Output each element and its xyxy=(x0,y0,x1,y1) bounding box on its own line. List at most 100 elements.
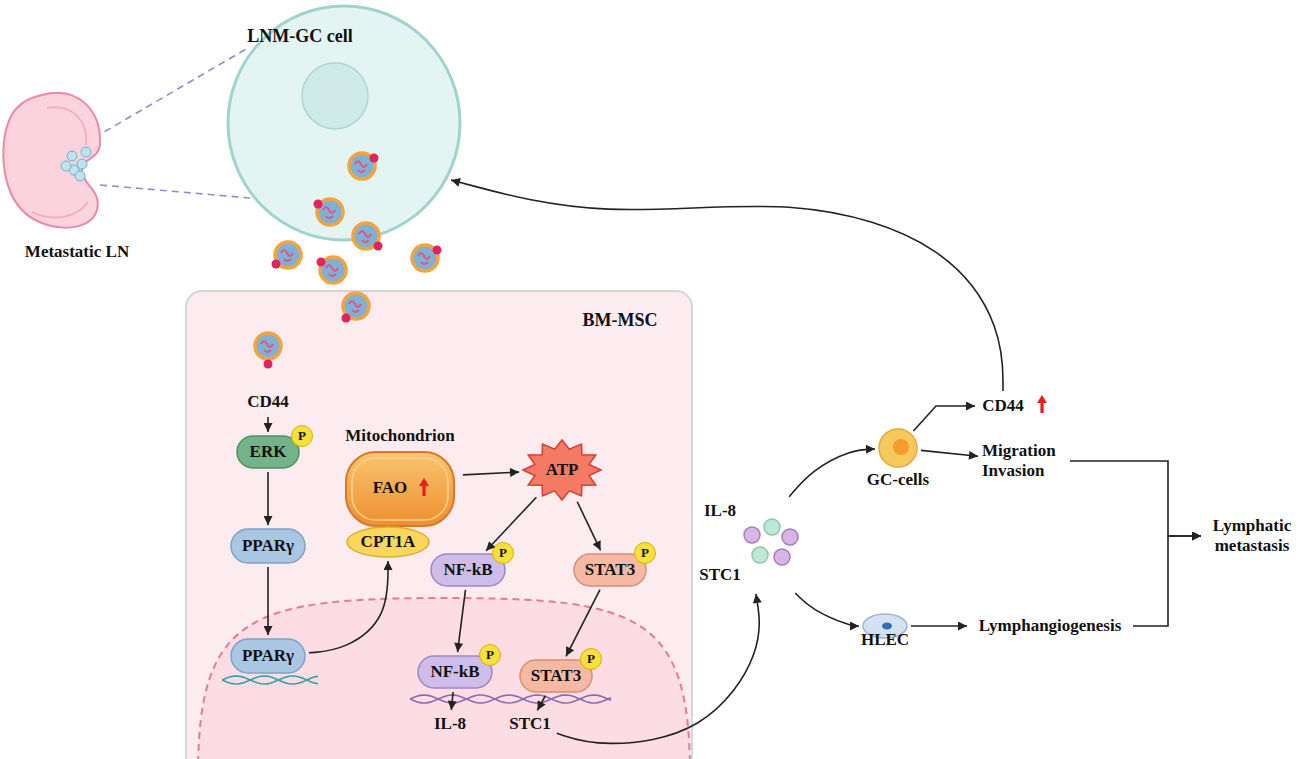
cell-nucleus xyxy=(882,623,892,630)
node-label: P xyxy=(587,652,595,667)
cytokine-dot xyxy=(752,547,768,563)
metastatic-cell xyxy=(67,151,77,161)
lymph-node-outline xyxy=(3,93,100,228)
cytokine-dot xyxy=(744,527,760,543)
protein-blob xyxy=(237,436,299,468)
phospho-circle xyxy=(581,649,602,670)
exosome xyxy=(255,153,442,369)
gene-label: IL-8 xyxy=(430,713,470,735)
arrow-connector xyxy=(913,406,975,431)
arrow-connector xyxy=(463,472,519,475)
phospho-circle xyxy=(635,543,656,564)
mitochondrion: MitochondrionFAO xyxy=(340,426,460,530)
protein-blob xyxy=(574,554,646,586)
atp-burst: ATP xyxy=(522,439,602,501)
factor-blob: PPARγ xyxy=(230,638,306,674)
arrow-connector xyxy=(557,594,759,743)
node-label: STAT3 xyxy=(585,560,635,580)
node-label: P xyxy=(486,648,494,663)
phospho-circle xyxy=(493,543,514,564)
node-label: CD44 xyxy=(982,396,1024,416)
kinase-blob: ERKP xyxy=(236,435,300,469)
node-label: FAO xyxy=(373,478,408,498)
receptor-label: CD44 xyxy=(243,390,293,414)
factor-blob: STAT3P xyxy=(519,659,593,693)
arrow-connector xyxy=(1133,536,1201,626)
cytokine-cluster: IL-8STC1 xyxy=(698,499,798,591)
arrow-connector xyxy=(451,180,1003,391)
arrow-connector xyxy=(267,472,269,525)
node-label: IL-8 xyxy=(434,714,466,734)
arrow-connector xyxy=(267,417,269,432)
factor-blob: NF-kBP xyxy=(430,553,506,587)
lymph-node: Metastatic LN xyxy=(2,90,102,230)
node-label: STC1 xyxy=(509,714,551,734)
arrow-connector xyxy=(1070,461,1201,536)
phospho-badge: P xyxy=(580,648,602,670)
increase-arrow xyxy=(1037,395,1047,413)
node-label: CD44 xyxy=(247,392,289,412)
nucleus-outline xyxy=(198,598,690,759)
dna-strand xyxy=(222,676,318,684)
arrow-connector xyxy=(267,567,269,635)
node-label: BM-MSC xyxy=(583,310,658,331)
node-shape xyxy=(878,428,918,468)
mitochondrion-outer xyxy=(346,452,454,526)
metastatic-cell xyxy=(81,147,91,157)
phospho-badge: P xyxy=(634,542,656,564)
lymph-node-sinus xyxy=(32,107,88,217)
stem-cell-panel: BM-MSCCD44ERKPMitochondrionFAOCPT1AATPPP… xyxy=(185,290,693,759)
node-label: Lymphangiogenesis xyxy=(979,616,1122,636)
arrow-connector xyxy=(309,561,388,653)
energy-burst xyxy=(523,440,601,500)
protein-blob xyxy=(231,529,305,563)
arrow-connector xyxy=(537,696,545,711)
node-label: ATP xyxy=(546,460,579,480)
phospho-circle xyxy=(480,645,501,666)
gene-label: STC1 xyxy=(506,713,554,735)
node-label: HLEC xyxy=(861,630,909,650)
factor-blob: PPARγ xyxy=(230,528,306,564)
node-label: PPARγ xyxy=(242,646,294,666)
node-label: GC-cells xyxy=(867,470,929,490)
dashed-guide xyxy=(105,47,249,131)
cell-nucleus xyxy=(302,63,368,129)
tumor-cell: LNM-GC cell xyxy=(226,4,462,242)
node-label: CPT1A xyxy=(361,532,416,552)
dna-strand xyxy=(410,695,611,703)
node-label: IL-8 xyxy=(704,501,736,521)
dna-strand xyxy=(410,695,611,703)
cancer-cell: GC-cells xyxy=(878,428,918,468)
node-label: Metastatic LN xyxy=(25,242,129,262)
arrow-connector xyxy=(921,450,978,456)
node-shape xyxy=(2,90,102,230)
cell-membrane xyxy=(228,6,460,240)
node-label: STAT3 xyxy=(531,666,581,686)
dna-strand xyxy=(222,676,318,684)
marker-label: CD44 xyxy=(978,394,1028,418)
cytokine-dot xyxy=(774,549,790,565)
cytokine-dot xyxy=(782,529,798,545)
phospho-circle xyxy=(292,426,313,447)
node-label: P xyxy=(641,546,649,561)
node-label: P xyxy=(298,429,306,444)
cell-body xyxy=(879,429,917,467)
arrow-connector xyxy=(577,502,600,551)
node-label: LNM-GC cell xyxy=(247,26,352,47)
factor-blob: NF-kBP xyxy=(417,655,493,689)
metastatic-cell xyxy=(75,171,85,181)
node-label: Migration Invasion xyxy=(982,441,1066,480)
arrow-connector xyxy=(795,593,859,626)
arrow-connector xyxy=(486,497,536,551)
node-label: NF-kB xyxy=(430,662,479,682)
cell-nucleus xyxy=(893,439,909,455)
zoom-guide-line xyxy=(100,185,250,198)
effect-label: Lymphangiogenesis xyxy=(970,614,1130,638)
phospho-badge: P xyxy=(479,644,501,666)
arrow-connector xyxy=(451,692,453,710)
enzyme-shape xyxy=(347,527,429,557)
node-label: PPARγ xyxy=(242,536,294,556)
node-label: Mitochondrion xyxy=(345,426,455,446)
endothelial-cell: HLEC xyxy=(862,613,908,639)
